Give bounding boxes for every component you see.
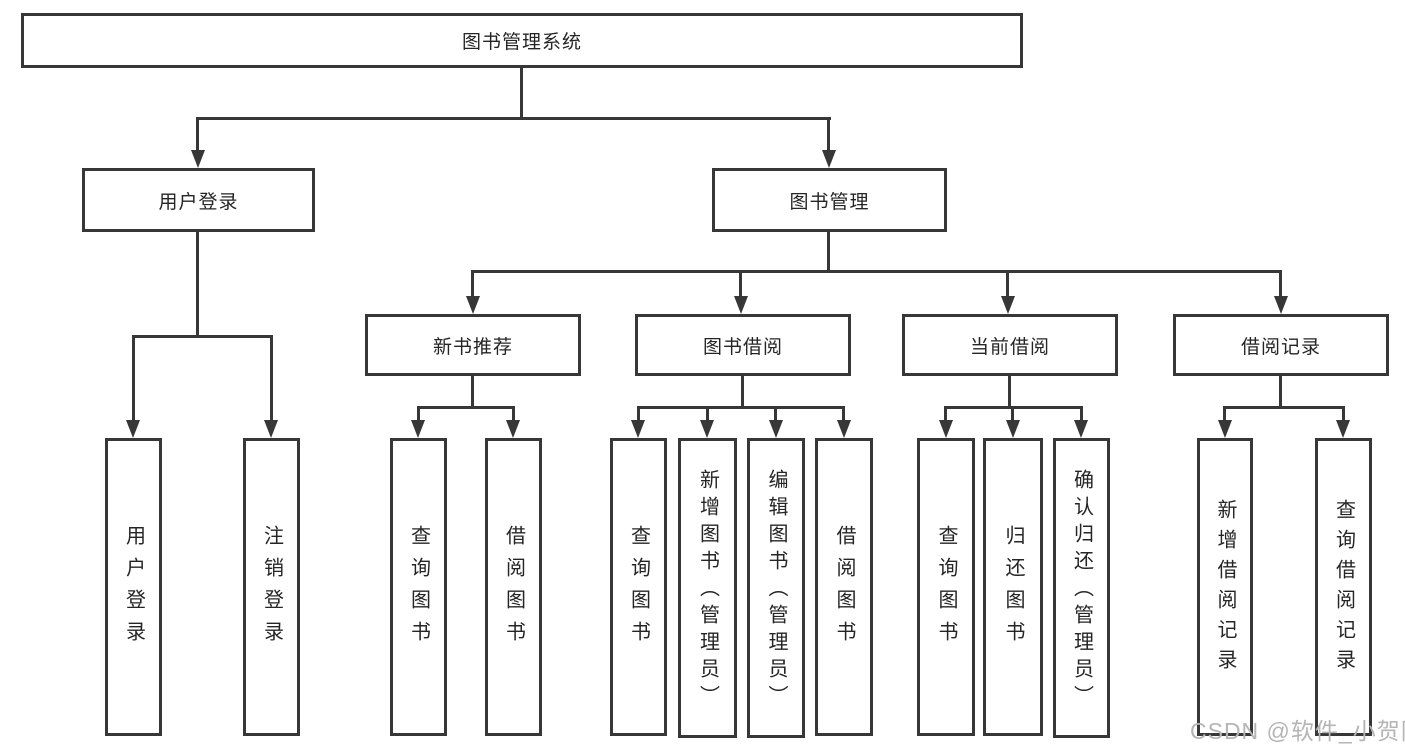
- node-label: 图书管理: [789, 191, 870, 213]
- connector-leaf-stem: [1342, 406, 1345, 421]
- arrowhead-leaf: [1336, 420, 1350, 438]
- node-label: 查询图书: [935, 525, 957, 653]
- csdn-watermark: CSDN @软件_小贺同学: [1190, 718, 1405, 744]
- node-label: 新增借阅记录: [1214, 499, 1236, 679]
- node-label: 归还图书: [1002, 525, 1024, 653]
- arrowhead-leaf: [837, 420, 851, 438]
- leaf-logout: 注销登录: [243, 438, 300, 736]
- node-label: 用户登录: [122, 525, 145, 653]
- node-label: 查询图书: [627, 525, 650, 653]
- connector-leaf-stem: [842, 406, 845, 421]
- node-label: 查询图书: [407, 525, 430, 653]
- node-label: 借阅记录: [1240, 336, 1321, 358]
- node-new-book-recommend: 新书推荐: [365, 314, 581, 376]
- connector-leaf-stem: [637, 406, 640, 421]
- node-label: 借阅图书: [833, 525, 855, 653]
- leaf-user-login: 用户登录: [105, 438, 162, 736]
- connector-to-new-books: [471, 270, 474, 297]
- connector-borrowrecords-hline: [1223, 406, 1345, 409]
- arrowhead-leaf-logout: [264, 420, 278, 438]
- leaf-add-books-admin: 新增图书（管理员）: [678, 438, 737, 738]
- arrowhead-user-login: [191, 150, 205, 168]
- connector-currentborrow-stem: [1008, 376, 1011, 409]
- node-book-management: 图书管理: [712, 168, 947, 232]
- leaf-query-books-current: 查询图书: [917, 438, 975, 736]
- arrowhead-book-mgmt: [822, 150, 836, 168]
- node-label: 新增图书（管理员）: [696, 468, 719, 712]
- leaf-borrow-books: 借阅图书: [815, 438, 873, 736]
- connector-leaf-stem: [1080, 406, 1083, 421]
- connector-leaf-stem: [944, 406, 947, 421]
- node-label: 图书管理系统: [461, 32, 582, 53]
- arrowhead-leaf: [506, 420, 520, 438]
- leaf-borrow-books-recommend: 借阅图书: [485, 438, 542, 736]
- node-label: 当前借阅: [969, 336, 1050, 358]
- arrowhead-leaf-login: [126, 420, 140, 438]
- arrowhead-leaf: [1074, 420, 1088, 438]
- node-label: 注销登录: [260, 525, 283, 653]
- leaf-query-books-borrow: 查询图书: [610, 438, 667, 736]
- node-user-login: 用户登录: [82, 168, 315, 232]
- leaf-query-borrow-record: 查询借阅记录: [1315, 438, 1372, 736]
- connector-root-stem: [520, 68, 523, 118]
- connector-bookborrow-stem: [741, 376, 744, 409]
- node-label: 用户登录: [158, 191, 239, 213]
- connector-to-leaf-login: [132, 335, 135, 421]
- connector-leaf-stem: [706, 406, 709, 421]
- arrowhead-current-borrow: [1001, 296, 1015, 314]
- connector-userlogin-stem: [196, 232, 199, 338]
- connector-newbooks-stem: [471, 376, 474, 409]
- arrowhead-leaf: [1006, 420, 1020, 438]
- node-label: 确认归还（管理员）: [1070, 468, 1093, 712]
- connector-to-book-mgmt: [827, 117, 830, 151]
- arrowhead-leaf: [939, 420, 953, 438]
- arrowhead-leaf: [700, 420, 714, 438]
- node-root-library-system: 图书管理系统: [21, 13, 1023, 68]
- arrowhead-leaf: [631, 420, 645, 438]
- arrowhead-leaf: [1218, 420, 1232, 438]
- connector-root-hline: [197, 117, 831, 120]
- arrowhead-new-books: [466, 296, 480, 314]
- leaf-edit-books-admin: 编辑图书（管理员）: [747, 438, 805, 738]
- connector-bookmgmt-stem: [827, 232, 830, 273]
- node-label: 编辑图书（管理员）: [765, 468, 787, 712]
- connector-leaf-stem: [417, 406, 420, 421]
- connector-bookborrow-hline: [637, 406, 845, 409]
- arrowhead-leaf: [411, 420, 425, 438]
- connector-leaf-stem: [512, 406, 515, 421]
- connector-leaf-stem: [1223, 406, 1226, 421]
- node-label: 借阅图书: [502, 525, 525, 653]
- connector-to-book-borrow: [739, 270, 742, 297]
- arrowhead-book-borrow: [734, 296, 748, 314]
- node-current-borrow: 当前借阅: [902, 314, 1118, 376]
- connector-to-borrow-records: [1279, 270, 1282, 297]
- leaf-confirm-return-admin: 确认归还（管理员）: [1053, 438, 1110, 738]
- leaf-return-books: 归还图书: [983, 438, 1043, 736]
- connector-to-leaf-logout: [270, 335, 273, 421]
- connector-leaf-stem: [774, 406, 777, 421]
- arrowhead-borrow-records: [1274, 296, 1288, 314]
- node-book-borrow: 图书借阅: [635, 314, 851, 376]
- leaf-add-borrow-record: 新增借阅记录: [1197, 438, 1253, 736]
- node-label: 新书推荐: [432, 336, 513, 358]
- leaf-query-books-recommend: 查询图书: [390, 438, 447, 736]
- connector-newbooks-hline: [417, 406, 515, 409]
- arrowhead-leaf: [769, 420, 783, 438]
- connector-leaf-stem: [1011, 406, 1014, 421]
- connector-level3-hline: [471, 270, 1282, 273]
- node-borrow-records: 借阅记录: [1173, 314, 1389, 376]
- connector-to-user-login: [196, 117, 199, 151]
- node-label: 查询借阅记录: [1332, 499, 1355, 679]
- connector-borrowrecords-stem: [1279, 376, 1282, 409]
- connector-userlogin-hline: [132, 335, 273, 338]
- node-label: 图书借阅: [702, 336, 783, 358]
- connector-to-current-borrow: [1006, 270, 1009, 297]
